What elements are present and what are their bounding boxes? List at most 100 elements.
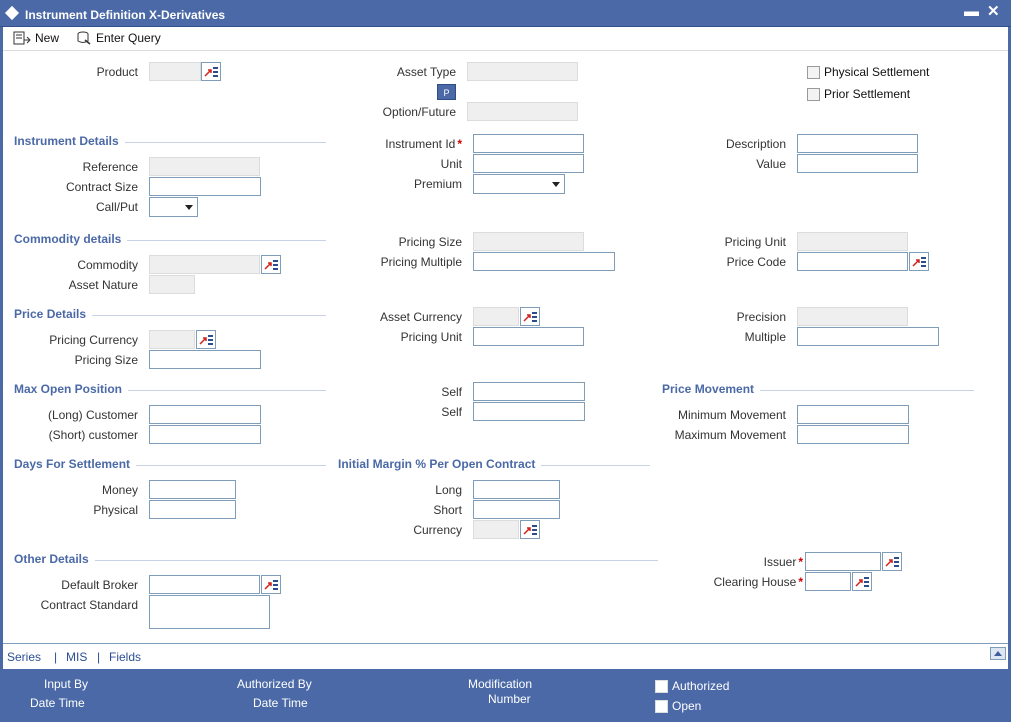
minimum-movement-label: Minimum Movement bbox=[677, 408, 786, 422]
other-details-section: Other Details bbox=[14, 552, 658, 568]
other-details-title: Other Details bbox=[14, 552, 95, 566]
pricing-currency-field[interactable] bbox=[149, 330, 195, 349]
link-separator: | bbox=[54, 650, 58, 664]
open-checkbox[interactable]: Open bbox=[655, 699, 701, 713]
clearing-house-lov-button[interactable] bbox=[852, 572, 872, 591]
self-long-field[interactable] bbox=[473, 382, 585, 401]
asset-currency-field[interactable] bbox=[473, 307, 519, 326]
product-lov-button[interactable] bbox=[201, 62, 221, 81]
prior-settlement-box[interactable] bbox=[807, 87, 820, 101]
pricing-currency-lov-button[interactable] bbox=[196, 330, 216, 349]
open-box[interactable] bbox=[655, 699, 668, 713]
fields-link[interactable]: Fields bbox=[109, 650, 142, 664]
authorized-checkbox[interactable]: Authorized bbox=[655, 679, 729, 693]
minimum-movement-field[interactable] bbox=[797, 405, 909, 424]
premium-select[interactable] bbox=[473, 174, 565, 194]
margin-long-field[interactable] bbox=[473, 480, 560, 499]
initial-margin-section: Initial Margin % Per Open Contract bbox=[338, 457, 650, 473]
description-field[interactable] bbox=[797, 134, 918, 153]
section-divider bbox=[14, 465, 326, 466]
max-open-position-section: Max Open Position bbox=[14, 382, 326, 398]
self-short-label: Self bbox=[441, 405, 462, 419]
price-details-section: Price Details bbox=[14, 307, 326, 323]
chevron-down-icon bbox=[185, 205, 193, 210]
commodity-pricing-size-field[interactable] bbox=[473, 232, 584, 251]
clearing-house-field[interactable] bbox=[805, 572, 851, 591]
lov-icon bbox=[523, 312, 537, 322]
commodity-lov-button[interactable] bbox=[261, 255, 281, 274]
p-button[interactable]: P bbox=[437, 84, 456, 100]
lov-icon bbox=[204, 67, 218, 77]
price-code-field[interactable] bbox=[797, 252, 908, 271]
margin-short-label: Short bbox=[433, 503, 462, 517]
lov-icon bbox=[523, 525, 537, 535]
option-future-field[interactable] bbox=[467, 102, 578, 121]
max-open-position-title: Max Open Position bbox=[14, 382, 129, 396]
asset-currency-label: Asset Currency bbox=[379, 310, 462, 324]
price-code-label: Price Code bbox=[726, 255, 786, 269]
precision-field[interactable] bbox=[797, 307, 908, 326]
authorized-box[interactable] bbox=[655, 679, 668, 693]
physical-field[interactable] bbox=[149, 500, 236, 519]
contract-size-field[interactable] bbox=[149, 177, 261, 196]
mis-link[interactable]: MIS bbox=[66, 650, 88, 664]
contract-standard-field[interactable] bbox=[149, 595, 270, 629]
app-diamond-icon bbox=[4, 5, 20, 21]
open-label: Open bbox=[672, 699, 702, 713]
enter-query-button[interactable]: Enter Query bbox=[76, 29, 161, 47]
maximum-movement-field[interactable] bbox=[797, 425, 909, 444]
default-broker-label: Default Broker bbox=[61, 578, 138, 592]
price-pricing-size-field[interactable] bbox=[149, 350, 261, 369]
section-divider bbox=[14, 240, 326, 241]
margin-currency-field[interactable] bbox=[473, 520, 519, 539]
multiple-field[interactable] bbox=[797, 327, 939, 346]
reference-field[interactable] bbox=[149, 157, 260, 176]
margin-currency-lov-button[interactable] bbox=[520, 520, 540, 539]
self-long-label: Self bbox=[441, 385, 462, 399]
bottom-links-bar: Series | MIS | Fields bbox=[3, 643, 1008, 669]
issuer-field[interactable] bbox=[805, 552, 881, 571]
commodity-field[interactable] bbox=[149, 255, 260, 274]
premium-label: Premium bbox=[413, 177, 462, 191]
value-field[interactable] bbox=[797, 154, 918, 173]
price-pricing-unit-field[interactable] bbox=[473, 327, 584, 346]
margin-short-field[interactable] bbox=[473, 500, 560, 519]
close-icon[interactable]: ✕ bbox=[987, 3, 1000, 20]
pricing-size-label: Pricing Size bbox=[398, 235, 462, 249]
instrument-id-field[interactable] bbox=[473, 134, 584, 153]
commodity-label: Commodity bbox=[77, 258, 138, 272]
asset-currency-lov-button[interactable] bbox=[520, 307, 540, 326]
frame-right bbox=[1008, 27, 1011, 722]
short-customer-label: (Short) customer bbox=[48, 428, 138, 442]
enter-query-label: Enter Query bbox=[96, 31, 161, 45]
default-broker-field[interactable] bbox=[149, 575, 260, 594]
issuer-lov-button[interactable] bbox=[882, 552, 902, 571]
lov-icon bbox=[264, 580, 278, 590]
unit-field[interactable] bbox=[473, 154, 584, 173]
minimize-icon[interactable]: ▬ bbox=[964, 3, 979, 20]
call-put-select[interactable] bbox=[149, 197, 198, 217]
price-code-lov-button[interactable] bbox=[909, 252, 929, 271]
asset-type-field[interactable] bbox=[467, 62, 578, 81]
physical-settlement-box[interactable] bbox=[807, 65, 820, 79]
issuer-label: Issuer* bbox=[763, 555, 803, 569]
window-title: Instrument Definition X-Derivatives bbox=[25, 8, 226, 22]
commodity-pricing-unit-field[interactable] bbox=[797, 232, 908, 251]
instrument-id-label: Instrument Id* bbox=[385, 137, 462, 151]
pricing-multiple-field[interactable] bbox=[473, 252, 615, 271]
short-customer-field[interactable] bbox=[149, 425, 261, 444]
long-customer-field[interactable] bbox=[149, 405, 261, 424]
series-link[interactable]: Series bbox=[7, 650, 42, 664]
product-field[interactable] bbox=[149, 62, 201, 81]
asset-nature-field[interactable] bbox=[149, 275, 195, 294]
default-broker-lov-button[interactable] bbox=[261, 575, 281, 594]
lov-icon bbox=[885, 557, 899, 567]
section-divider bbox=[14, 560, 658, 561]
prior-settlement-checkbox[interactable]: Prior Settlement bbox=[807, 87, 910, 101]
scroll-up-icon[interactable] bbox=[990, 647, 1006, 660]
self-short-field[interactable] bbox=[473, 402, 585, 421]
new-button[interactable]: New bbox=[13, 29, 59, 47]
physical-settlement-checkbox[interactable]: Physical Settlement bbox=[807, 65, 929, 79]
price-details-title: Price Details bbox=[14, 307, 93, 321]
money-field[interactable] bbox=[149, 480, 236, 499]
